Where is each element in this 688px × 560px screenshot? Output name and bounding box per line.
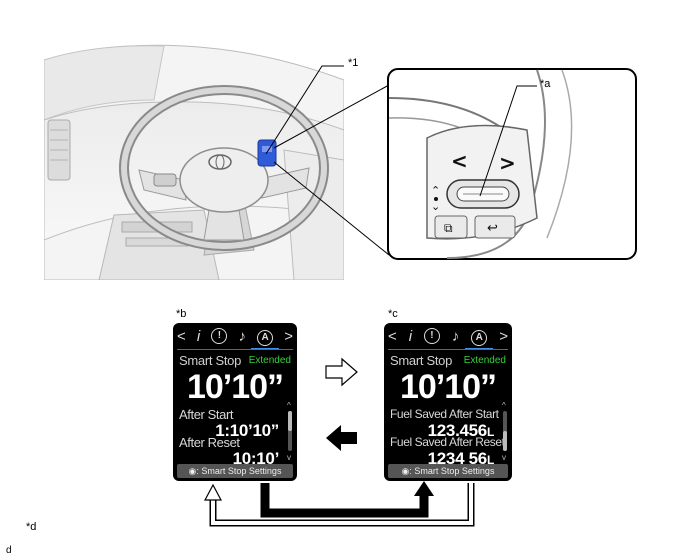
nav-next-icon[interactable]: >: [284, 327, 293, 345]
scrollbar[interactable]: ^ v: [287, 401, 292, 462]
nav-audio-icon[interactable]: ♪: [238, 327, 246, 345]
screen-c-nav: < i ! ♪ A >: [384, 325, 512, 350]
svg-text:⌃: ⌃: [431, 184, 440, 197]
svg-text:⧉: ⧉: [444, 221, 453, 235]
nav-prev-icon[interactable]: <: [388, 327, 397, 345]
nav-info-icon[interactable]: i: [408, 327, 413, 345]
callout-1: *1: [348, 57, 359, 69]
display-screen-b: < i ! ♪ A > Smart Stop Extended 10’10” A…: [173, 323, 297, 481]
svg-text:↩: ↩: [487, 221, 498, 236]
svg-text:<: <: [451, 149, 468, 173]
row2-label: Fuel Saved After Reset: [390, 435, 505, 449]
nav-info-icon[interactable]: i: [196, 327, 201, 345]
svg-text:>: >: [499, 151, 516, 175]
row2-value: 10:10’: [232, 449, 280, 468]
big-time: 10’10”: [399, 368, 497, 406]
callout-a: *a: [540, 78, 551, 90]
nav-fuel-icon[interactable]: !: [211, 328, 228, 344]
switch-zoom-panel: < > ⌃ ⌄ ⧉ ↩: [387, 68, 637, 260]
nav-divider: [177, 349, 293, 350]
nav-divider: [388, 349, 508, 350]
callout-b: *b: [176, 308, 187, 320]
big-time: 10’10”: [186, 368, 284, 406]
extended-badge: Extended: [248, 355, 291, 366]
nav-fuel-icon[interactable]: !: [423, 328, 440, 344]
footer-settings[interactable]: ◉: Smart Stop Settings: [177, 464, 293, 478]
svg-text:⌄: ⌄: [431, 200, 440, 213]
nav-smartstop-icon[interactable]: A: [465, 327, 494, 350]
row1-value: 123.456L: [427, 421, 495, 441]
nav-audio-icon[interactable]: ♪: [451, 327, 460, 345]
footnote-d: d: [6, 545, 12, 556]
solid-path-arrow: [260, 483, 429, 518]
nav-next-icon[interactable]: >: [499, 327, 508, 345]
row2-label: After Reset: [179, 435, 240, 450]
callout-c: *c: [388, 308, 398, 320]
nav-smartstop-icon[interactable]: A: [251, 327, 280, 350]
outline-arrow-right: [325, 357, 358, 387]
solid-arrow-left: [326, 425, 357, 451]
display-screen-c: < i ! ♪ A > Smart Stop Extended 10’10” F…: [384, 323, 512, 481]
extended-badge: Extended: [463, 355, 506, 366]
mode-title: Smart Stop: [179, 353, 242, 368]
dashboard-illustration: [44, 44, 344, 280]
row1-value: 1:10’10”: [215, 421, 279, 440]
nav-prev-icon[interactable]: <: [177, 327, 186, 345]
scrollbar[interactable]: ^ v: [502, 401, 507, 462]
row1-unit: L: [486, 425, 494, 439]
row2-number: 1234 56: [427, 449, 488, 468]
row2-unit: L: [486, 453, 494, 467]
screen-b-nav: < i ! ♪ A >: [173, 325, 297, 350]
row1-label: Fuel Saved After Start: [390, 407, 499, 421]
row1-number: 123.456: [427, 421, 488, 440]
mode-title: Smart Stop: [390, 353, 453, 368]
row2-value: 1234 56L: [427, 449, 495, 469]
callout-d: *d: [26, 521, 37, 533]
row1-label: After Start: [179, 407, 234, 422]
footer-settings[interactable]: ◉: Smart Stop Settings: [388, 464, 508, 478]
